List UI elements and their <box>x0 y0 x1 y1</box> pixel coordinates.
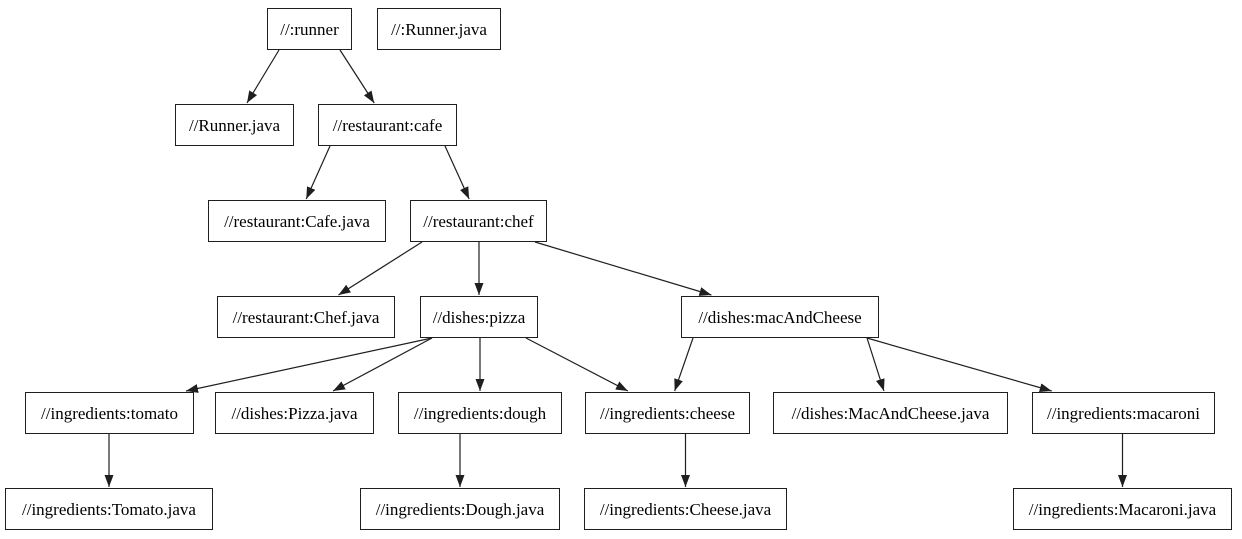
graph-node-runner-java-file: //:Runner.java <box>377 8 501 50</box>
graph-node-dishes-pizza: //dishes:pizza <box>420 296 538 338</box>
graph-edge-dishes-macandcheese-to-dishes-macandcheese-java <box>866 337 885 392</box>
graph-edge-restaurant-chef-to-restaurant-chef-java <box>338 241 423 296</box>
graph-node-ingredients-macaroni: //ingredients:macaroni <box>1032 392 1215 434</box>
graph-edge-runner-to-runner-java <box>246 49 280 104</box>
graph-node-restaurant-chef: //restaurant:chef <box>410 200 547 242</box>
graph-edge-dishes-macandcheese-to-ingredients-macaroni <box>866 337 1052 393</box>
graph-node-restaurant-cafe-java: //restaurant:Cafe.java <box>208 200 386 242</box>
graph-node-dishes-macandcheese: //dishes:macAndCheese <box>681 296 879 338</box>
graph-node-ingredients-dough: //ingredients:dough <box>398 392 562 434</box>
graph-node-ingredients-dough-java: //ingredients:Dough.java <box>360 488 560 530</box>
graph-edge-dishes-pizza-to-ingredients-cheese <box>525 337 629 392</box>
graph-edge-restaurant-cafe-to-restaurant-cafe-java <box>305 145 331 200</box>
graph-node-runner: //:runner <box>267 8 352 50</box>
graph-node-dishes-macandcheese-java: //dishes:MacAndCheese.java <box>773 392 1008 434</box>
graph-node-ingredients-tomato-java: //ingredients:Tomato.java <box>5 488 213 530</box>
graph-edge-dishes-macandcheese-to-ingredients-cheese <box>674 337 694 392</box>
graph-node-dishes-pizza-java: //dishes:Pizza.java <box>215 392 374 434</box>
graph-edge-runner-to-restaurant-cafe <box>339 49 375 104</box>
graph-node-ingredients-cheese-java: //ingredients:Cheese.java <box>584 488 787 530</box>
graph-node-ingredients-cheese: //ingredients:cheese <box>585 392 750 434</box>
graph-node-runner-java: //Runner.java <box>175 104 294 146</box>
graph-node-restaurant-cafe: //restaurant:cafe <box>318 104 457 146</box>
graph-edge-dishes-pizza-to-dishes-pizza-java <box>332 337 433 392</box>
graph-node-ingredients-tomato: //ingredients:tomato <box>25 392 194 434</box>
graph-edge-restaurant-chef-to-dishes-macandcheese <box>534 241 712 296</box>
graph-node-ingredients-macaroni-java: //ingredients:Macaroni.java <box>1013 488 1232 530</box>
graph-edge-dishes-pizza-to-ingredients-tomato <box>185 337 433 393</box>
graph-node-restaurant-chef-java: //restaurant:Chef.java <box>217 296 395 338</box>
graph-edge-restaurant-cafe-to-restaurant-chef <box>444 145 470 200</box>
